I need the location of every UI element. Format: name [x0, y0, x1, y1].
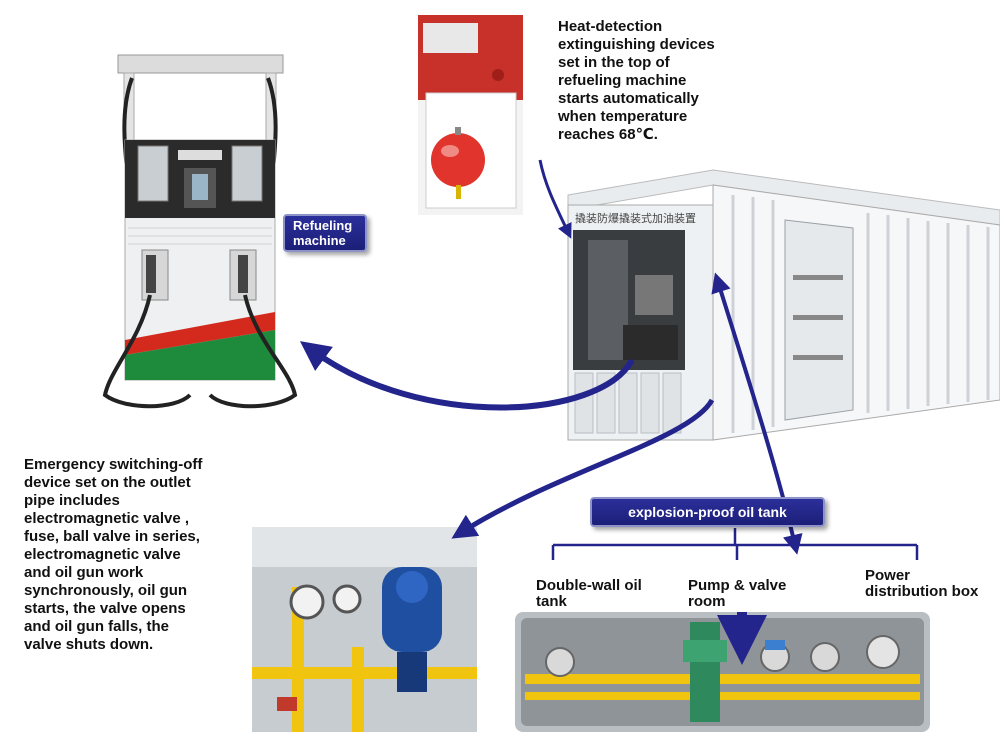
refueling-machine-arrow	[299, 341, 635, 411]
double-wall-oil-tank-label: Double-wall oil tank	[536, 577, 642, 610]
power-distribution-box-label: Power distribution box	[865, 567, 979, 600]
oil-tank-label: explosion-proof oil tank	[590, 497, 825, 527]
heat-detection-arrow	[538, 159, 572, 239]
pump-valve-room-illustration	[515, 612, 930, 732]
heat-detection-callout: Heat-detection extinguishing devices set…	[558, 18, 715, 143]
tank-parts-bracket	[551, 528, 919, 560]
refueling-machine-label: Refueling machine	[283, 214, 367, 252]
emergency-device-callout: Emergency switching-off device set on th…	[24, 456, 203, 653]
refueling-machine-illustration	[102, 54, 298, 409]
pump-valve-room-label: Pump & valve room	[688, 577, 787, 610]
emergency-device-arrow	[451, 398, 715, 539]
container-sign: 撬装防爆撬装式加油装置	[575, 211, 696, 225]
refueling-machine-label-line1: Refueling	[293, 218, 353, 233]
refueling-machine-label-line2: machine	[293, 233, 346, 248]
emergency-valve-illustration	[252, 527, 477, 732]
fire-extinguisher-illustration	[418, 15, 523, 215]
